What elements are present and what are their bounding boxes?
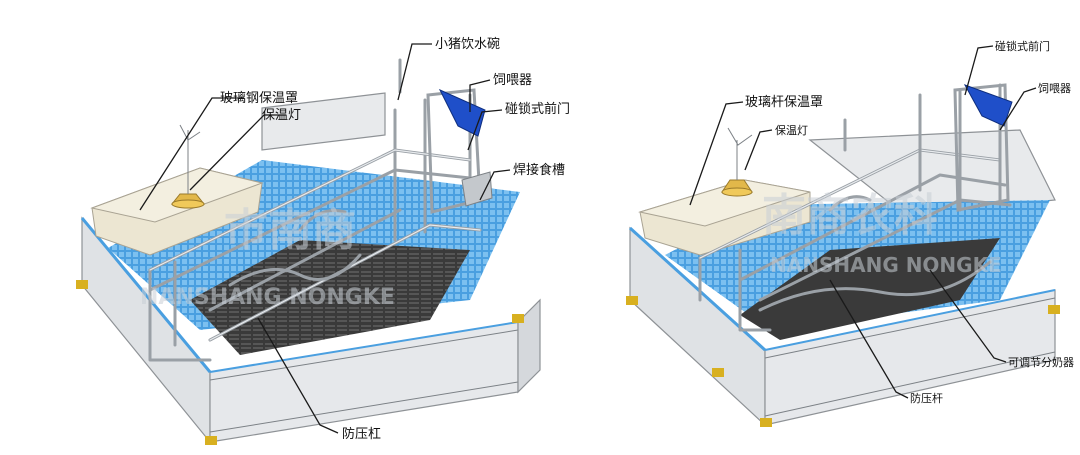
right-foot-1 — [760, 418, 772, 427]
left-crate — [76, 58, 541, 445]
right-feeder — [963, 84, 1013, 127]
label-adjustable-nursing-divider: 可调节分奶器 — [1008, 355, 1074, 369]
left-right-panel — [517, 298, 541, 394]
right-crate — [626, 83, 1060, 427]
label-welded-trough: 焊接食槽 — [513, 162, 565, 178]
left-foot-3 — [76, 280, 88, 289]
svg-text:南商农科: 南商农科 — [762, 190, 938, 241]
left-foot-1 — [205, 436, 217, 445]
label-right-feeder: 饲喂器 — [1038, 82, 1071, 95]
label-right-bump-lock-door: 碰锁式前门 — [995, 39, 1050, 53]
left-back-panel — [261, 92, 386, 151]
label-anti-crush-bar: 防压杠 — [342, 426, 381, 442]
svg-text:NANSHANG NONGKE: NANSHANG NONGKE — [770, 253, 1002, 277]
right-leaders — [689, 45, 1037, 399]
svg-text:巿南商: 巿南商 — [224, 205, 356, 256]
svg-text:NANSHANG NONGKE: NANSHANG NONGKE — [140, 285, 395, 310]
label-left-bump-lock-door: 碰锁式前门 — [505, 101, 570, 117]
label-fiberglass-rod-heat-cover: 玻璃杆保温罩 — [745, 95, 823, 110]
label-left-heat-lamp: 保温灯 — [262, 108, 301, 123]
left-watermark: 巿南商 NANSHANG NONGKE — [140, 205, 395, 310]
label-piglet-water-bowl: 小猪饮水碗 — [435, 36, 500, 52]
left-trough — [461, 171, 493, 207]
label-right-heat-lamp: 保温灯 — [775, 123, 808, 137]
label-fiberglass-heat-cover: 玻璃钢保温罩 — [220, 91, 298, 106]
label-anti-crush-rod: 防压杆 — [910, 391, 943, 405]
right-foot-2 — [1048, 305, 1060, 314]
right-front-door — [953, 83, 1010, 212]
right-foot-3 — [626, 296, 638, 305]
right-back-panel — [808, 129, 1056, 216]
right-watermark: 南商农科 NANSHANG NONGKE — [762, 190, 1002, 277]
right-foot-4 — [712, 368, 724, 377]
left-foot-2 — [512, 314, 524, 323]
left-cast-iron-floor — [190, 240, 470, 355]
label-left-feeder: 饲喂器 — [493, 73, 532, 88]
left-feeder — [438, 88, 486, 137]
left-leaders — [139, 43, 511, 434]
left-crate-rails — [148, 58, 482, 362]
